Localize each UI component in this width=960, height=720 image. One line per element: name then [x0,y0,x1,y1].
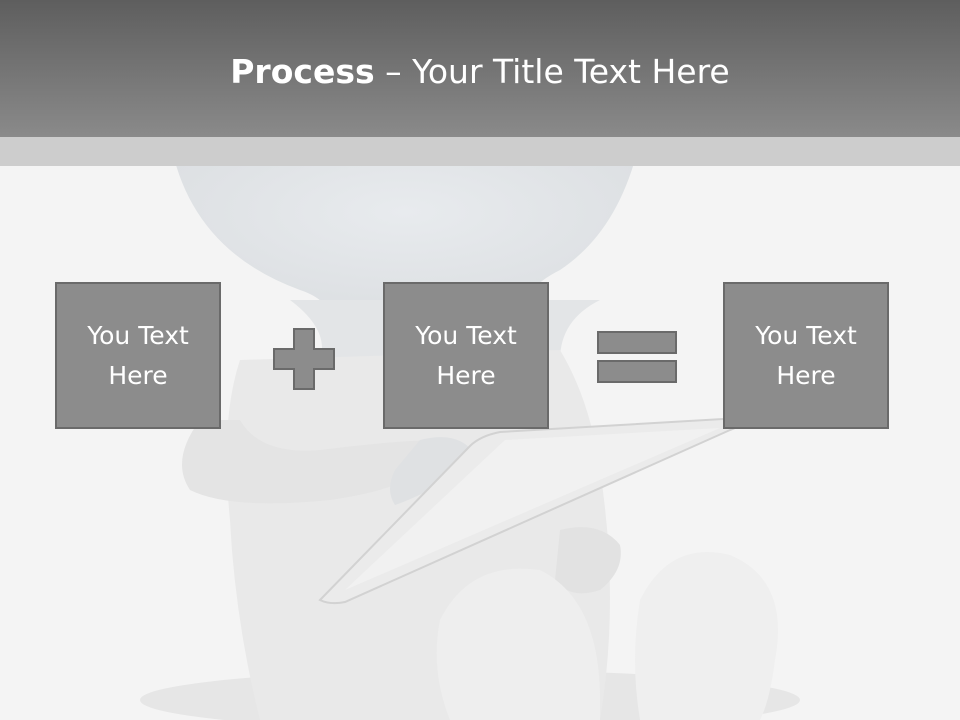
process-box-1[interactable]: You Text Here [55,282,221,429]
process-box-3[interactable]: You Text Here [723,282,889,429]
title-bold-word: Process [230,52,375,91]
page-title: Process – Your Title Text Here [0,52,960,91]
process-box-1-text: You Text Here [87,320,189,390]
process-box-3-text: You Text Here [755,320,857,390]
title-bar [0,0,960,137]
equals-icon [597,331,677,383]
plus-icon [273,328,335,390]
title-rest-text: – Your Title Text Here [374,52,730,91]
process-box-2[interactable]: You Text Here [383,282,549,429]
title-underline-strip [0,137,960,166]
process-box-2-text: You Text Here [415,320,517,390]
